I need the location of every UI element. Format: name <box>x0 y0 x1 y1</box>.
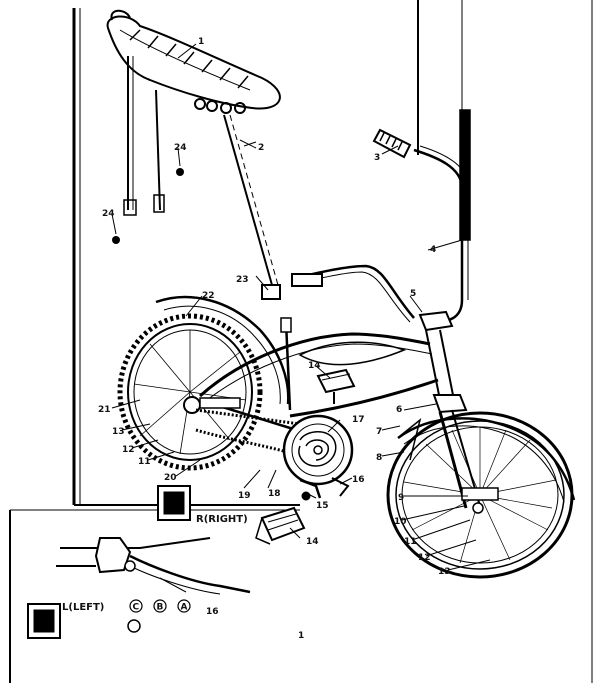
callout-16-lever: 16 <box>206 607 219 617</box>
callout-8: 8 <box>376 453 382 463</box>
callout-12-front: 12 <box>418 553 431 563</box>
nut-parts <box>112 168 184 244</box>
frame-lines <box>9 0 593 683</box>
callout-14-pedal: 14 <box>306 537 319 547</box>
brake-lever <box>56 537 251 595</box>
rear-fender <box>155 295 290 405</box>
stem-and-head <box>418 310 468 414</box>
rear-wheel <box>117 313 263 471</box>
callout-6: 6 <box>396 405 402 415</box>
callout-24-b: 24 <box>102 209 115 219</box>
callout-18: 18 <box>268 489 281 499</box>
callout-12-rear: 12 <box>122 445 135 455</box>
callout-16: 16 <box>352 475 365 485</box>
callout-10-front: 10 <box>394 517 407 527</box>
callout-11-rear: 11 <box>138 457 151 467</box>
callout-15: 15 <box>316 501 329 511</box>
callout-21: 21 <box>98 405 111 415</box>
front-wheel <box>386 411 574 579</box>
callout-1: 1 <box>198 37 204 47</box>
callout-13-rear: 13 <box>112 427 125 437</box>
circle-label-b: B <box>157 603 164 613</box>
callout-numbers: 1 2 3 4 5 6 7 8 9 10 11 12 13 14 17 16 1… <box>98 37 451 617</box>
circle-label-a: A <box>181 603 188 613</box>
callout-9: 9 <box>398 493 404 503</box>
page-mark: 1 <box>298 631 304 641</box>
left-reflector <box>27 603 141 639</box>
pedal-top <box>316 368 356 404</box>
callout-20: 20 <box>164 473 177 483</box>
callout-17: 17 <box>352 415 365 425</box>
callout-7: 7 <box>376 427 382 437</box>
callout-5: 5 <box>410 289 416 299</box>
callout-22: 22 <box>202 291 215 301</box>
pedal-bottom <box>255 506 306 545</box>
saddle <box>106 9 281 216</box>
chain-guard <box>282 414 354 486</box>
right-reflector <box>157 485 191 521</box>
callout-14-top: 14 <box>308 361 321 371</box>
text-labels: R(RIGHT) L(LEFT) C B A 1 <box>62 514 304 641</box>
left-label: L(LEFT) <box>62 602 104 613</box>
callout-3: 3 <box>374 153 380 163</box>
callout-24-a: 24 <box>174 143 187 153</box>
callout-23: 23 <box>236 275 249 285</box>
callout-11-front: 11 <box>404 537 417 547</box>
right-label: R(RIGHT) <box>196 514 248 525</box>
callout-19: 19 <box>238 491 251 501</box>
leader-lines <box>111 43 491 593</box>
callout-4: 4 <box>430 245 436 255</box>
front-fender <box>397 417 576 503</box>
seat-post <box>223 114 281 300</box>
callout-2: 2 <box>258 143 264 153</box>
handlebar <box>291 109 471 323</box>
callout-13-front: 13 <box>438 567 451 577</box>
circle-label-c: C <box>133 603 140 613</box>
